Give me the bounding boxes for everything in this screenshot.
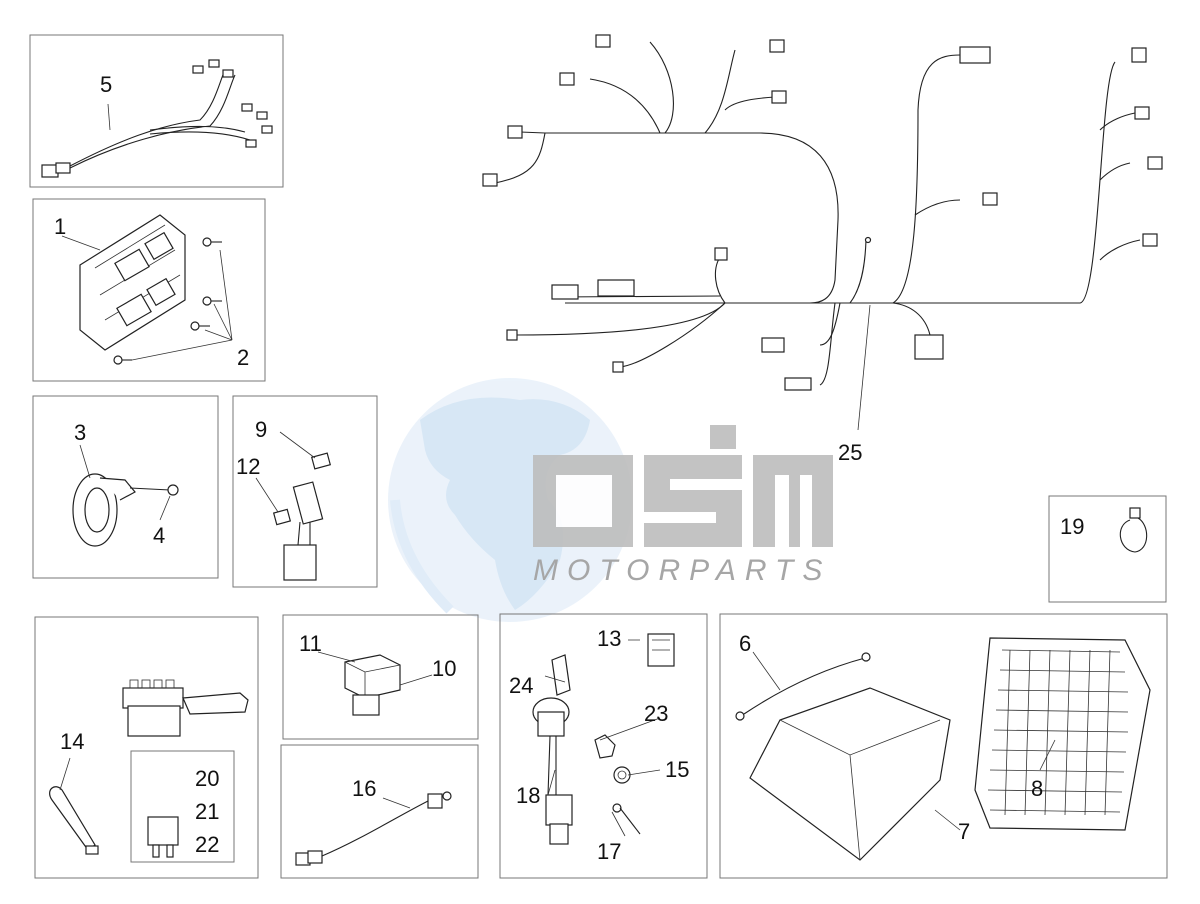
sub-harness-part [41, 59, 273, 178]
panel-boxes [29, 34, 1168, 879]
panel-horn [32, 395, 219, 579]
globe-logo-icon [388, 378, 632, 622]
panel-fuses [130, 750, 235, 863]
battery-cable-icon [735, 652, 871, 721]
relay-part [317, 651, 433, 716]
blade-fuse-part [147, 816, 179, 858]
callout-11: 11 [299, 631, 322, 656]
cable-tie-part [1119, 507, 1148, 553]
panel-cable-tie [1048, 495, 1167, 603]
panel-ignition [499, 613, 708, 879]
osm-logo-icon [533, 425, 833, 547]
callout-15: 15 [665, 757, 689, 782]
battery-part [735, 637, 1151, 861]
callout-4: 4 [153, 523, 165, 548]
main-harness-part [482, 34, 1163, 431]
callout-12: 12 [236, 454, 260, 479]
ignition-part [532, 633, 675, 845]
callout-10: 10 [432, 656, 456, 681]
callout-23: 23 [644, 701, 668, 726]
callout-6: 6 [739, 631, 751, 656]
callout-9: 9 [255, 417, 267, 442]
callout-5: 5 [100, 72, 112, 97]
watermark-text: MOTORPARTS [533, 554, 831, 587]
connector-icons [482, 34, 1163, 391]
callout-18: 18 [516, 783, 540, 808]
panel-sensor-cable [280, 744, 479, 879]
ecu-part [61, 214, 233, 365]
battery-cover-icon [974, 637, 1151, 831]
fuse-holder-part [255, 431, 332, 581]
panel-relay [282, 614, 479, 740]
callout-25: 25 [838, 440, 862, 465]
panel-wiring-sub-harness [29, 34, 284, 188]
callout-21: 21 [195, 799, 219, 824]
callout-13: 13 [597, 626, 621, 651]
panel-battery [719, 613, 1168, 879]
callout-17: 17 [597, 839, 621, 864]
callout-2: 2 [237, 345, 249, 370]
fuse-box-part [49, 679, 249, 855]
callout-16: 16 [352, 776, 376, 801]
callout-8: 8 [1031, 776, 1043, 801]
callout-24: 24 [509, 673, 533, 698]
callout-19: 19 [1060, 514, 1084, 539]
sensor-cable-part [295, 791, 452, 866]
callout-7: 7 [958, 819, 970, 844]
callout-labels: 5 1 2 3 4 9 12 19 14 20 21 22 11 10 16 1… [54, 72, 1084, 864]
callout-14: 14 [60, 729, 84, 754]
callout-22: 22 [195, 832, 219, 857]
horn-part [72, 444, 179, 547]
callout-1: 1 [54, 214, 66, 239]
watermark: MOTORPARTS [388, 378, 833, 622]
callout-20: 20 [195, 766, 219, 791]
panel-ecu [32, 198, 266, 382]
callout-3: 3 [74, 420, 86, 445]
screw-icon [113, 237, 222, 365]
panel-fuse-box [34, 616, 259, 879]
panel-fuse-holder [232, 395, 378, 588]
fuse-puller-icon [49, 786, 99, 855]
